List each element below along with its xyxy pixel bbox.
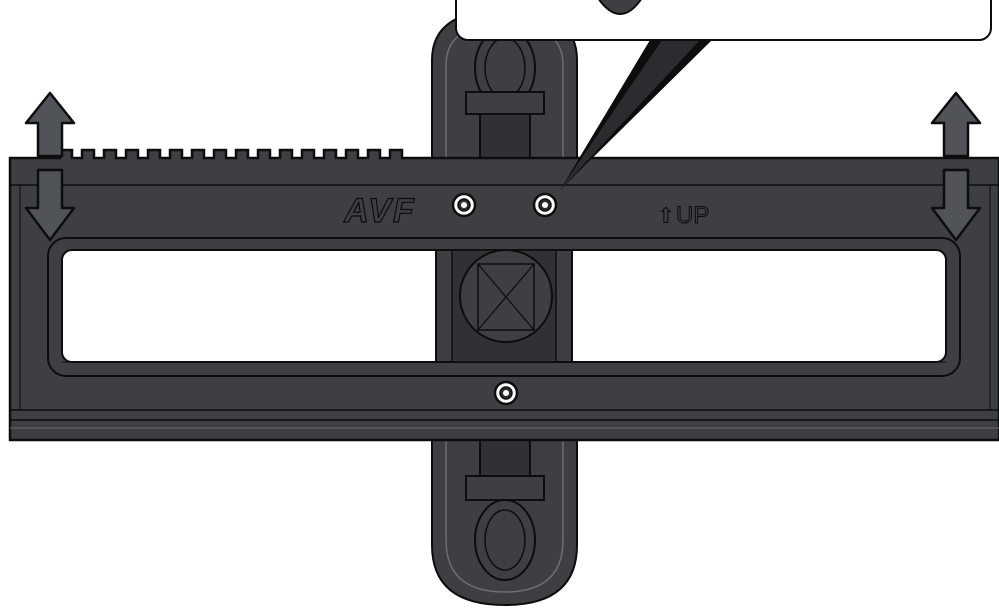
- callout-box: [455, 0, 992, 41]
- double-vertical-arrow-icon: [930, 91, 982, 242]
- arm-bottom-slot: [474, 499, 536, 581]
- callout: [455, 0, 992, 190]
- up-label: UP: [676, 202, 709, 229]
- up-arrow-icon: ⇧: [657, 204, 675, 229]
- brand-logo: AVF: [343, 192, 415, 230]
- screw-right: [532, 192, 558, 218]
- screw-bottom: [493, 380, 519, 406]
- up-marker: ⇧ UP: [657, 202, 710, 230]
- double-vertical-arrow-icon: [24, 91, 76, 242]
- callout-knob-preview: [598, 0, 642, 15]
- arm-center-plate: [435, 249, 573, 363]
- screw-left: [451, 192, 477, 218]
